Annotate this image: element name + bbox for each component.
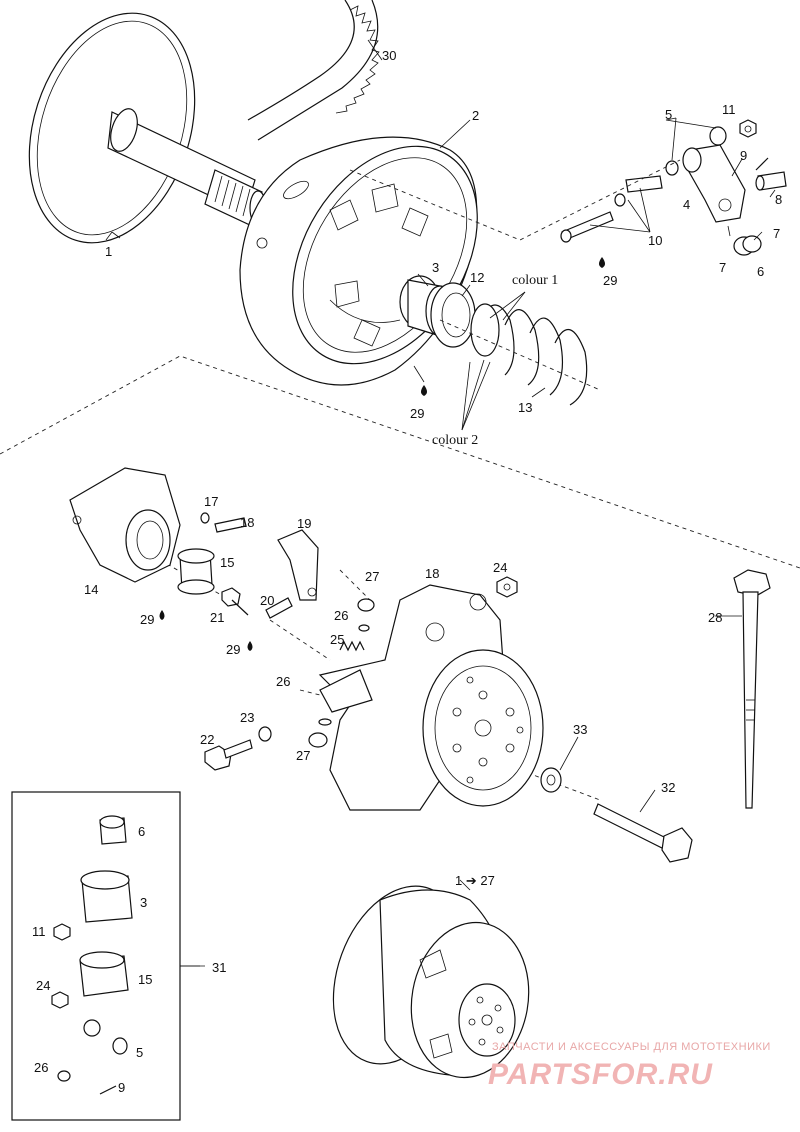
bushing-part-6 [733,235,762,256]
callout-labels: 1 2 3 4 5 6 7 7 8 9 10 11 12 13 14 15 17… [32,48,782,1095]
callout-14: 14 [84,582,98,597]
kit-callout-5: 5 [136,1045,143,1060]
callout-23: 23 [240,710,254,725]
pin-part-20 [265,597,293,619]
callout-31: 31 [212,960,226,975]
bolt-part-32 [593,803,693,863]
callout-27a: 27 [365,569,379,584]
callout-1-to-27: 1 ➔ 27 [455,873,495,888]
kit-callout-24: 24 [36,978,50,993]
colour-2-label: colour 2 [432,433,478,448]
washer-part-23 [258,726,272,742]
callout-5: 5 [665,107,672,122]
retainers-parts-26-27 [308,598,375,748]
callout-17: 17 [204,494,218,509]
spring-part-25 [339,640,365,652]
movable-sheave-part-2 [239,136,478,386]
callout-32: 32 [661,780,675,795]
callout-28: 28 [708,610,722,625]
callout-15: 15 [220,555,234,570]
callout-11: 11 [722,102,736,117]
callout-29b: 29 [603,273,617,288]
screw-part-18 [214,517,247,533]
callout-29c: 29 [140,612,154,627]
weight-part-19 [277,529,319,601]
callout-21: 21 [210,610,224,625]
spring-seat-part-12 [430,282,476,348]
callout-10: 10 [648,233,662,248]
spacers-part-10 [560,175,663,243]
callout-2: 2 [472,108,479,123]
callout-9: 9 [740,148,747,163]
callout-7b: 7 [719,260,726,275]
bolt-part-28 [733,569,771,809]
callout-26a: 26 [334,608,348,623]
kit-box-part-31 [11,791,205,1121]
colour-1-label: colour 1 [512,273,558,288]
fixed-sheave-part-1 [28,12,267,244]
washer-part-33 [540,767,562,793]
callout-30: 30 [382,48,396,63]
kit-callout-11: 11 [32,924,46,939]
callout-4: 4 [683,197,690,212]
callout-27b: 27 [296,748,310,763]
callout-24: 24 [493,560,507,575]
callout-3: 3 [432,260,439,275]
screw-part-21 [221,587,249,616]
grease-drop-icon [159,257,605,651]
assembled-clutch [332,885,530,1079]
nut-part-11 [739,119,757,138]
bushing-part-15 [177,548,215,595]
hub-part-14 [69,467,181,583]
callout-7a: 7 [773,226,780,241]
watermark-logo: PARTSFOR.RU [488,1058,713,1091]
leader-lines [105,39,776,967]
callout-18b: 18 [425,566,439,581]
callout-13: 13 [518,400,532,415]
callout-33: 33 [573,722,587,737]
nut-part-24 [496,576,518,598]
callout-26b: 26 [276,674,290,689]
kit-callout-9: 9 [118,1080,125,1095]
callout-29d: 29 [226,642,240,657]
watermark: ЗАПЧАСТИ И АКСЕССУАРЫ ДЛЯ МОТОТЕХНИКИ PA… [488,1041,771,1091]
callout-20: 20 [260,593,274,608]
watermark-tagline: ЗАПЧАСТИ И АКСЕССУАРЫ ДЛЯ МОТОТЕХНИКИ [492,1041,771,1053]
governor-cup-part-18 [318,584,544,811]
drive-belt-part-30 [247,0,380,141]
callout-6: 6 [757,264,764,279]
callout-22: 22 [200,732,214,747]
callout-1: 1 [105,244,112,259]
lever-arm-part-4 [682,144,746,223]
callout-12: 12 [470,270,484,285]
kit-callout-26: 26 [34,1060,48,1075]
callout-19: 19 [297,516,311,531]
kit-callout-6: 6 [138,824,145,839]
callout-29a: 29 [410,406,424,421]
callout-8: 8 [775,192,782,207]
kit-callout-15: 15 [138,972,152,987]
screw-part-22 [204,739,253,771]
kit-callout-3: 3 [140,895,147,910]
roller-part-5 [665,126,727,176]
callout-18a: 18 [240,515,254,530]
cotter-pin-part-9 [755,157,769,171]
spring-part-13 [470,303,588,406]
pin-part-8 [755,171,787,191]
callout-25: 25 [330,632,344,647]
washer-part-17 [200,512,210,524]
